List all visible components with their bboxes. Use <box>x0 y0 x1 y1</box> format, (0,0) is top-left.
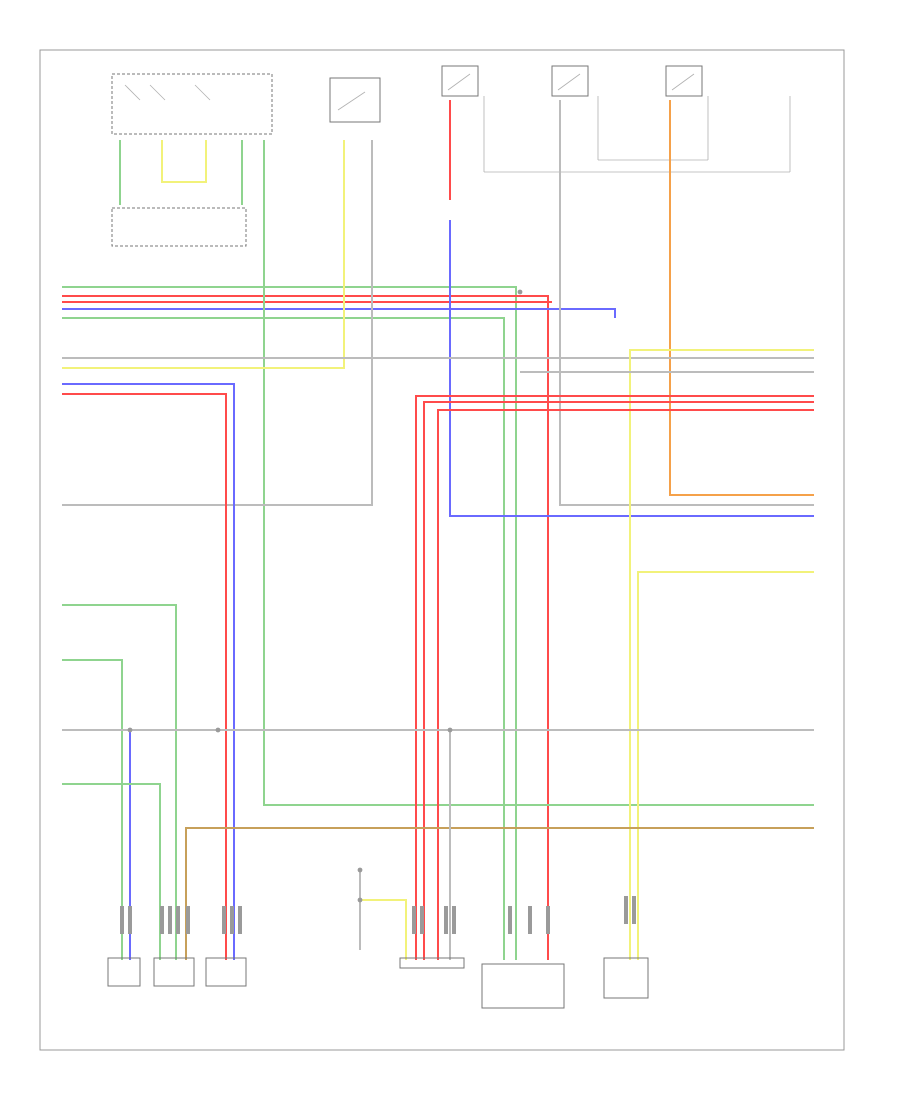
wire-orange-long <box>669 100 814 496</box>
wire-red-right-3 <box>437 409 814 960</box>
wire-green-left-3 <box>62 783 161 960</box>
wire-yellow-lower <box>637 571 814 960</box>
wire-green-long <box>263 140 814 806</box>
wire-blue-left <box>62 383 235 960</box>
wire-brown-bus <box>185 827 814 960</box>
wire-blue-long <box>449 220 814 517</box>
wire-green-bus-2 <box>62 317 505 960</box>
wire-red-right-1 <box>415 395 814 960</box>
wire-yellow-pigtail <box>161 140 207 183</box>
switch-housing-left <box>111 73 273 135</box>
wire-yellow-long <box>62 140 345 369</box>
wire-red-right-2 <box>423 401 814 960</box>
top-components <box>111 65 791 247</box>
sensor-3 <box>205 957 247 987</box>
wire-yellow-right <box>629 349 814 960</box>
wire-gray-mid <box>62 140 373 506</box>
module-2 <box>481 963 565 1009</box>
diagram-frame <box>39 49 845 1051</box>
connector-pins <box>120 896 636 934</box>
wire-blue-bus-1 <box>62 308 616 318</box>
wires <box>62 100 814 960</box>
wire-green-bus-1 <box>62 286 517 960</box>
splices <box>127 289 523 903</box>
wire-yellow-ground <box>360 899 407 960</box>
sensor-4 <box>603 957 649 999</box>
pressure-switch-2 <box>551 65 589 97</box>
connector-box-left <box>111 207 247 247</box>
wire-green-left-2 <box>62 659 123 960</box>
sensor-1 <box>107 957 141 987</box>
wire-red-left <box>62 393 227 960</box>
pressure-switch-1 <box>441 65 479 97</box>
sensor-2 <box>153 957 195 987</box>
switch-housing-mid <box>329 77 381 123</box>
module-1 <box>399 957 465 969</box>
bottom-components <box>107 957 649 1009</box>
wire-green-left-1 <box>62 604 177 960</box>
wire-gray-pressure-2 <box>559 100 814 506</box>
wire-red-bus-1 <box>62 295 549 960</box>
pressure-switch-3 <box>665 65 703 97</box>
